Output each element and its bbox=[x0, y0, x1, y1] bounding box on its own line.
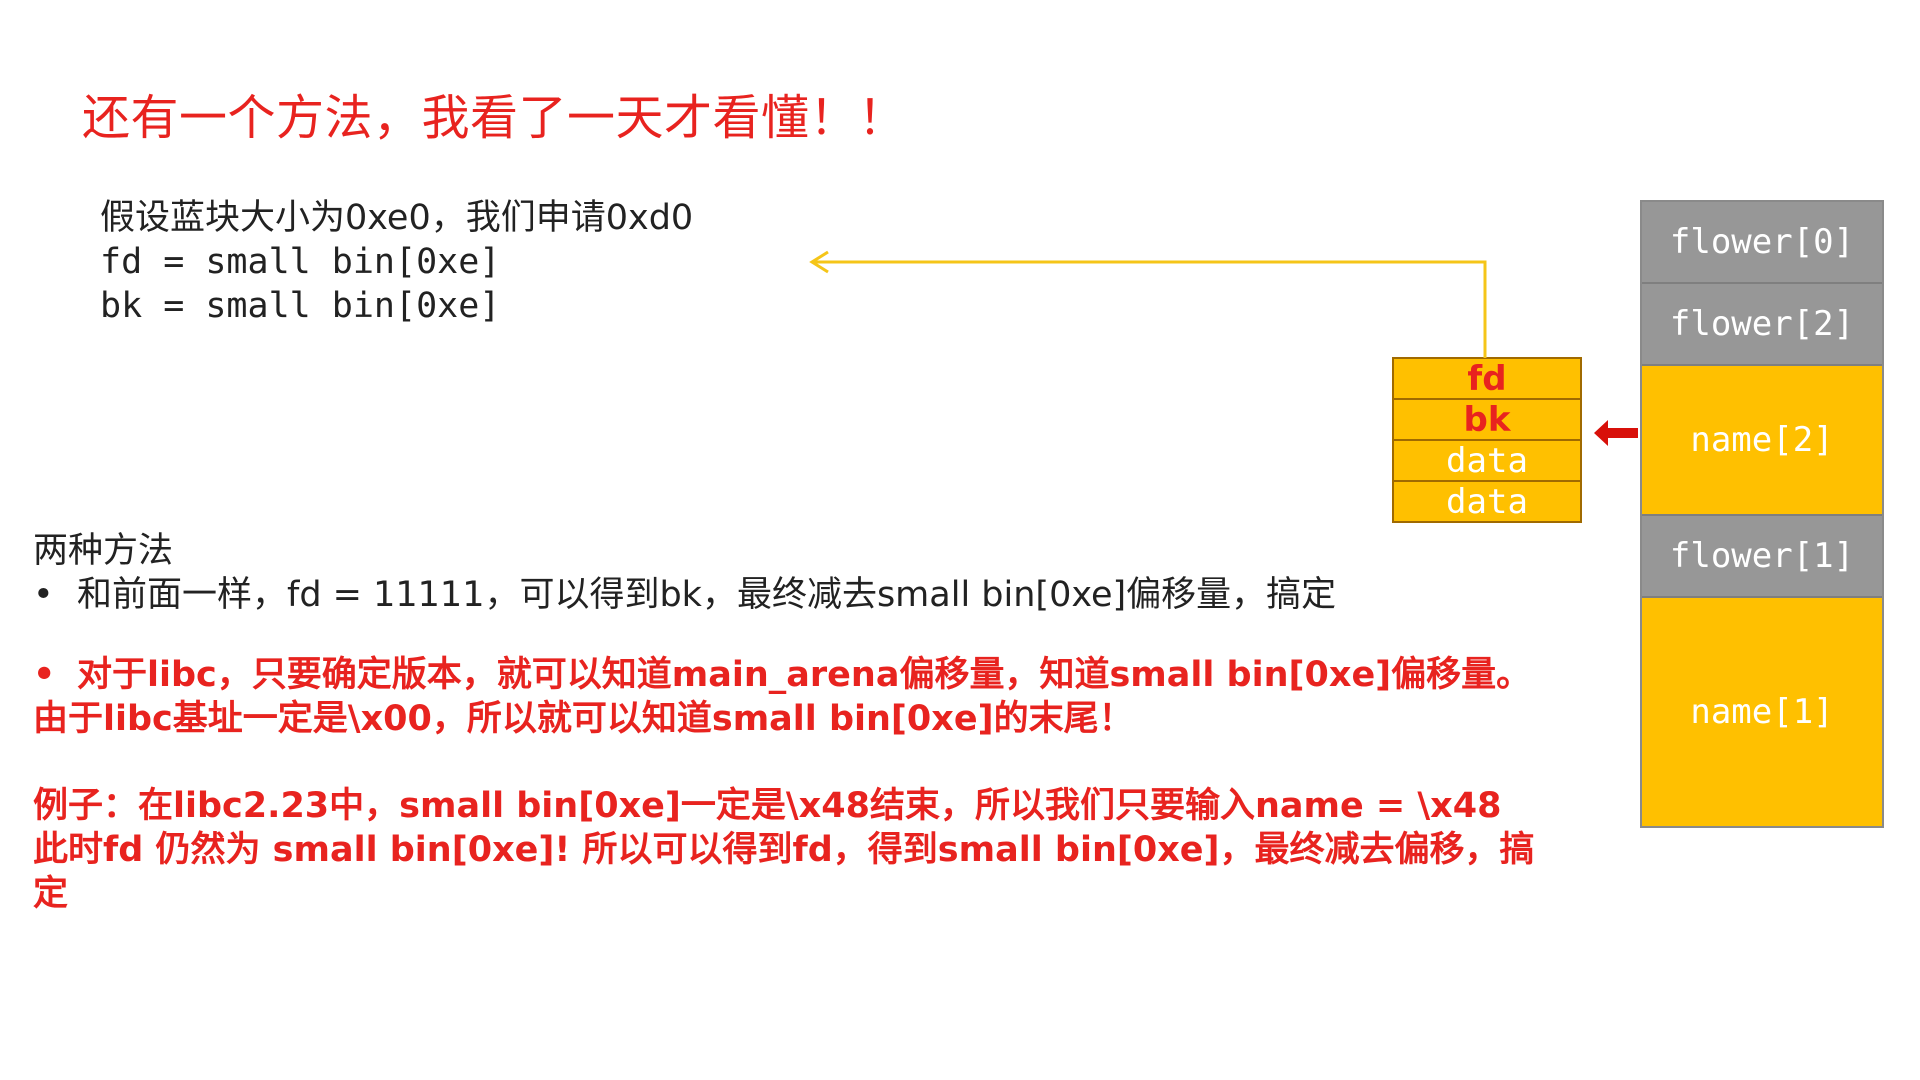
assumption-line-1: 假设蓝块大小为0xe0，我们申请0xd0 bbox=[100, 198, 694, 238]
method-1-text: 和前面一样，fd = 11111，可以得到bk，最终减去small bin[0x… bbox=[77, 575, 1337, 615]
stack-cell-name-1: name[1] bbox=[1642, 596, 1882, 826]
example-line-3: 定 bbox=[33, 874, 69, 914]
method-2: • 对于libc，只要确定版本，就可以知道main_arena偏移量，知道smal… bbox=[33, 653, 1531, 741]
methods-heading: 两种方法 bbox=[33, 531, 174, 571]
bullet-dot: • bbox=[33, 575, 54, 615]
example-line-1: 例子：在libc2.23中，small bin[0xe]一定是\x48结束，所以… bbox=[33, 786, 1502, 826]
assumption-block: 假设蓝块大小为0xe0，我们申请0xd0 fd = small bin[0xe]… bbox=[100, 196, 693, 328]
stack-cell-flower-0: flower[0] bbox=[1642, 202, 1882, 282]
red-arrow-left-icon bbox=[1594, 420, 1638, 446]
method-2-line-2: 由于libc基址一定是\x00，所以就可以知道small bin[0xe]的末尾… bbox=[33, 699, 1134, 739]
method-2-line-1: 对于libc，只要确定版本，就可以知道main_arena偏移量，知道small… bbox=[77, 655, 1532, 695]
example-block: 例子：在libc2.23中，small bin[0xe]一定是\x48结束，所以… bbox=[33, 784, 1535, 916]
stack-cell-flower-2: flower[2] bbox=[1642, 282, 1882, 364]
slide-title: 还有一个方法，我看了一天才看懂！！ bbox=[82, 90, 907, 146]
freed-chunk: fd bk data data bbox=[1392, 357, 1582, 523]
stack-cell-flower-1: flower[1] bbox=[1642, 514, 1882, 596]
chunk-field-fd: fd bbox=[1467, 358, 1507, 399]
chunk-field-bk: bk bbox=[1394, 398, 1580, 440]
chunk-field-data: data bbox=[1394, 480, 1580, 522]
method-1: • 和前面一样，fd = 11111，可以得到bk，最终减去small bin[0… bbox=[33, 566, 1336, 617]
assumption-line-bk: bk = small bin[0xe] bbox=[100, 286, 501, 326]
example-line-2: 此时fd 仍然为 small bin[0xe]! 所以可以得到fd，得到smal… bbox=[33, 830, 1535, 870]
heap-stack: flower[0] flower[2] name[2] flower[1] na… bbox=[1640, 200, 1884, 828]
arrow-left-icon bbox=[809, 250, 1487, 358]
stack-cell-name-2: name[2] bbox=[1642, 364, 1882, 514]
bullet-dot: • bbox=[33, 655, 56, 695]
chunk-field-data: data bbox=[1394, 439, 1580, 481]
assumption-line-fd: fd = small bin[0xe] bbox=[100, 242, 501, 282]
